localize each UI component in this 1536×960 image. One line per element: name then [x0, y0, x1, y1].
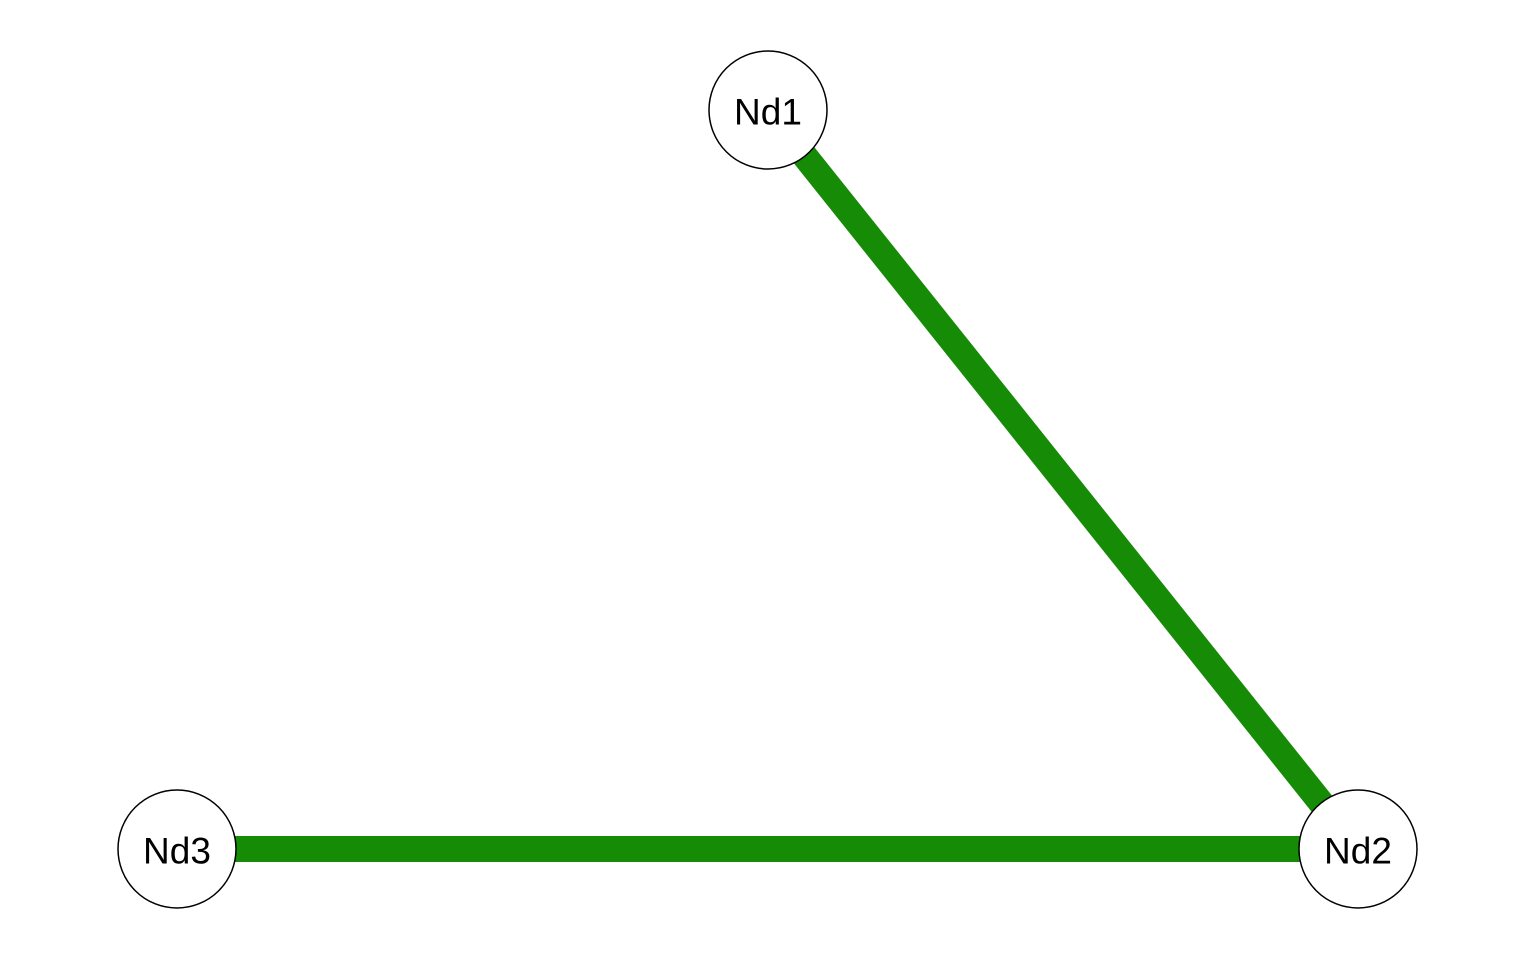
edge-nd1-nd2: [757, 101, 1369, 858]
node-nd3[interactable]: Nd3: [117, 789, 237, 909]
node-nd1-label: Nd1: [734, 92, 802, 133]
node-nd2-label: Nd2: [1324, 831, 1392, 872]
nodes-layer: Nd1 Nd2 Nd3: [117, 50, 1418, 909]
node-nd1[interactable]: Nd1: [708, 50, 828, 170]
node-nd1-circle[interactable]: [708, 50, 828, 170]
edges-layer: [177, 101, 1369, 862]
node-nd3-label: Nd3: [143, 831, 211, 872]
node-nd2[interactable]: Nd2: [1298, 789, 1418, 909]
node-nd3-circle[interactable]: [117, 789, 237, 909]
node-nd2-circle[interactable]: [1298, 789, 1418, 909]
